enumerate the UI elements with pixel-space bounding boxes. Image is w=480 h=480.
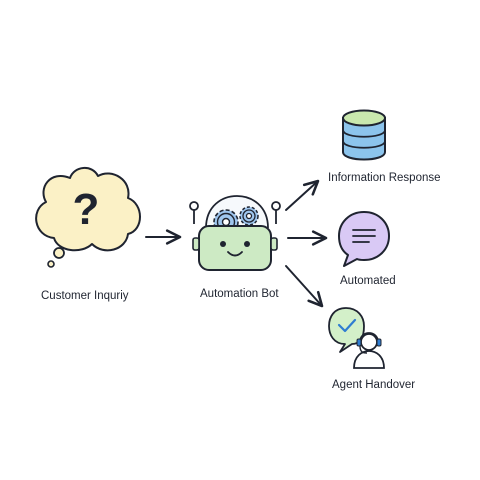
automation-bot-label: Automation Bot bbox=[200, 288, 279, 300]
database-icon bbox=[342, 109, 386, 161]
robot-gears-icon bbox=[189, 195, 281, 271]
checkmark-icon bbox=[337, 318, 357, 333]
arrow-bot-to-agent bbox=[285, 265, 324, 308]
agent-handover-label: Agent Handover bbox=[332, 379, 416, 391]
customer-inquiry-label: Customer Inquriy bbox=[41, 290, 129, 302]
headset-agent-icon bbox=[328, 307, 385, 369]
thought-bubble-question-icon: ? bbox=[35, 167, 141, 268]
question-mark-glyph: ? bbox=[73, 185, 100, 234]
arrow-bot-to-information bbox=[285, 179, 320, 211]
gear-icon bbox=[239, 206, 259, 226]
information-response-label: Information Response bbox=[328, 172, 441, 184]
automated-label: Automated bbox=[340, 275, 396, 287]
chat-message-icon bbox=[338, 211, 390, 267]
